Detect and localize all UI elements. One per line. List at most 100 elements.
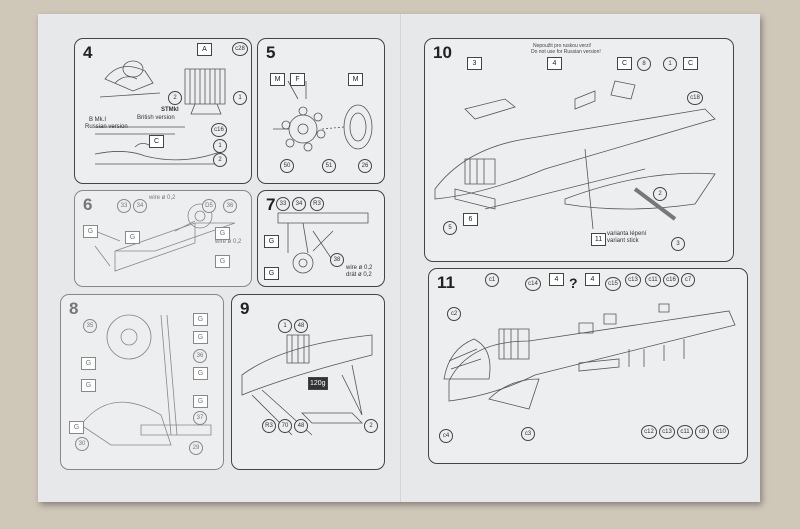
question-mark: ? bbox=[569, 275, 578, 291]
part-box-4: 4 bbox=[585, 273, 600, 286]
part-callout: c14 bbox=[525, 277, 541, 291]
part-callout: 37 bbox=[193, 411, 207, 425]
part-box-4: 4 bbox=[547, 57, 562, 70]
step-8-panel: 8 35 G G G G G G G 36 37 30 29 bbox=[60, 294, 224, 470]
warning-note: Do not use for Russian version! bbox=[531, 49, 601, 55]
part-box-G: G bbox=[69, 421, 84, 434]
page-fold bbox=[400, 14, 402, 502]
part-callout: 50 bbox=[280, 159, 294, 173]
part-callout: 1 bbox=[278, 319, 292, 333]
part-callout: c2 bbox=[447, 307, 461, 321]
part-box-G: G bbox=[81, 357, 96, 370]
part-callout: c15 bbox=[605, 277, 621, 291]
step-number: 8 bbox=[69, 299, 79, 318]
part-box-G: G bbox=[264, 267, 279, 280]
wire-note: wire ø 0,2 bbox=[346, 265, 373, 271]
part-callout: 33 bbox=[276, 197, 290, 211]
part-box-C: C bbox=[617, 57, 632, 70]
part-callout: 38 bbox=[330, 253, 344, 267]
part-callout: 2 bbox=[364, 419, 378, 433]
part-box-C: C bbox=[683, 57, 698, 70]
part-box-G: G bbox=[215, 255, 230, 268]
part-box-M: M bbox=[348, 73, 363, 86]
part-box-6: 6 bbox=[463, 213, 478, 226]
part-callout: c7 bbox=[681, 273, 695, 287]
step-9-panel: 9 1 48 120g R3 70 48 2 bbox=[231, 294, 385, 470]
cockpit-parts-drawing bbox=[94, 60, 226, 165]
part-callout: 1 bbox=[233, 91, 247, 105]
part-box-G: G bbox=[193, 313, 208, 326]
part-callout: c8 bbox=[695, 425, 709, 439]
part-callout: c28 bbox=[232, 42, 248, 56]
step-7-panel: 7 33 34 R3 38 G G wire ø 0,2 drát ø 0,2 bbox=[257, 190, 385, 287]
part-callout: c12 bbox=[641, 425, 657, 439]
part-callout: 3 bbox=[671, 237, 685, 251]
step-11-panel: 11 ? c1 c14 4 4 c15 c13 c11 c16 c7 c2 c4… bbox=[428, 268, 748, 464]
part-callout: c10 bbox=[713, 425, 729, 439]
part-callout: 48 bbox=[294, 419, 308, 433]
version-label: British version bbox=[137, 115, 175, 121]
part-callout: 34 bbox=[133, 199, 147, 213]
wire-note: drát ø 0,2 bbox=[346, 272, 372, 278]
step-6-panel: 6 33 34 D5 36 wire ø 0,2 wire ø 0,2 G G … bbox=[74, 190, 252, 287]
landing-gear-drawing bbox=[94, 203, 236, 272]
warning-note: Nepoužit pro ruskou verzi! bbox=[533, 43, 592, 49]
part-callout: c1 bbox=[485, 273, 499, 287]
variant-label: variant stick bbox=[607, 238, 639, 244]
part-callout: 1 bbox=[213, 139, 227, 153]
version-label: B Mk.I bbox=[89, 117, 107, 123]
part-box-M: M bbox=[270, 73, 285, 86]
part-box-G: G bbox=[193, 367, 208, 380]
step-number: 5 bbox=[266, 43, 276, 62]
part-box-3: 3 bbox=[467, 57, 482, 70]
part-box-G: G bbox=[81, 379, 96, 392]
part-box-11: 11 bbox=[591, 233, 606, 246]
part-callout: 8 bbox=[637, 57, 651, 71]
part-callout: c13 bbox=[625, 273, 641, 287]
part-callout: 48 bbox=[294, 319, 308, 333]
step-number: 4 bbox=[83, 43, 93, 62]
part-callout: c11 bbox=[645, 273, 661, 287]
step-number: 9 bbox=[240, 299, 250, 318]
part-callout: R3 bbox=[310, 197, 324, 211]
engine-drawing bbox=[273, 80, 373, 152]
part-callout: 33 bbox=[117, 199, 131, 213]
part-box-G: G bbox=[125, 231, 140, 244]
part-callout: 29 bbox=[189, 441, 203, 455]
wire-note: wire ø 0,2 bbox=[149, 195, 176, 201]
part-box-A: A bbox=[197, 43, 212, 56]
part-callout: 2 bbox=[168, 91, 182, 105]
part-callout: 36 bbox=[223, 199, 237, 213]
part-callout: 5 bbox=[443, 221, 457, 235]
part-callout: D5 bbox=[202, 199, 216, 213]
part-callout: 30 bbox=[75, 437, 89, 451]
part-callout: 35 bbox=[83, 319, 97, 333]
part-box-G: G bbox=[264, 235, 279, 248]
part-callout: 26 bbox=[358, 159, 372, 173]
part-callout: 70 bbox=[278, 419, 292, 433]
part-callout: 2 bbox=[653, 187, 667, 201]
canopy-assembly-drawing bbox=[443, 303, 736, 410]
part-callout: 36 bbox=[193, 349, 207, 363]
part-box-4: 4 bbox=[549, 273, 564, 286]
part-callout: c16 bbox=[663, 273, 679, 287]
part-callout: c18 bbox=[687, 91, 703, 105]
part-callout: 34 bbox=[292, 197, 306, 211]
step-number: 7 bbox=[266, 195, 276, 214]
version-label: Russian version bbox=[85, 124, 128, 130]
version-label: STMkl bbox=[161, 107, 179, 113]
step-number: 11 bbox=[437, 273, 455, 292]
part-callout: c11 bbox=[677, 425, 693, 439]
variant-label: varianta lépení bbox=[607, 231, 647, 237]
part-box-G: G bbox=[193, 331, 208, 344]
step-4-panel: 4 A c28 2 1 STMkl British version B Mk.I… bbox=[74, 38, 252, 184]
part-box-C: C bbox=[149, 135, 164, 148]
wire-note: wire ø 0,2 bbox=[215, 239, 242, 245]
part-callout: c4 bbox=[439, 429, 453, 443]
fuselage-assembly-drawing bbox=[434, 80, 716, 230]
step-5-panel: 5 M F M 50 51 26 bbox=[257, 38, 385, 184]
wheel-strut-drawing bbox=[277, 212, 369, 274]
part-callout: R3 bbox=[262, 419, 276, 433]
part-box-G: G bbox=[193, 395, 208, 408]
part-callout: 51 bbox=[322, 159, 336, 173]
